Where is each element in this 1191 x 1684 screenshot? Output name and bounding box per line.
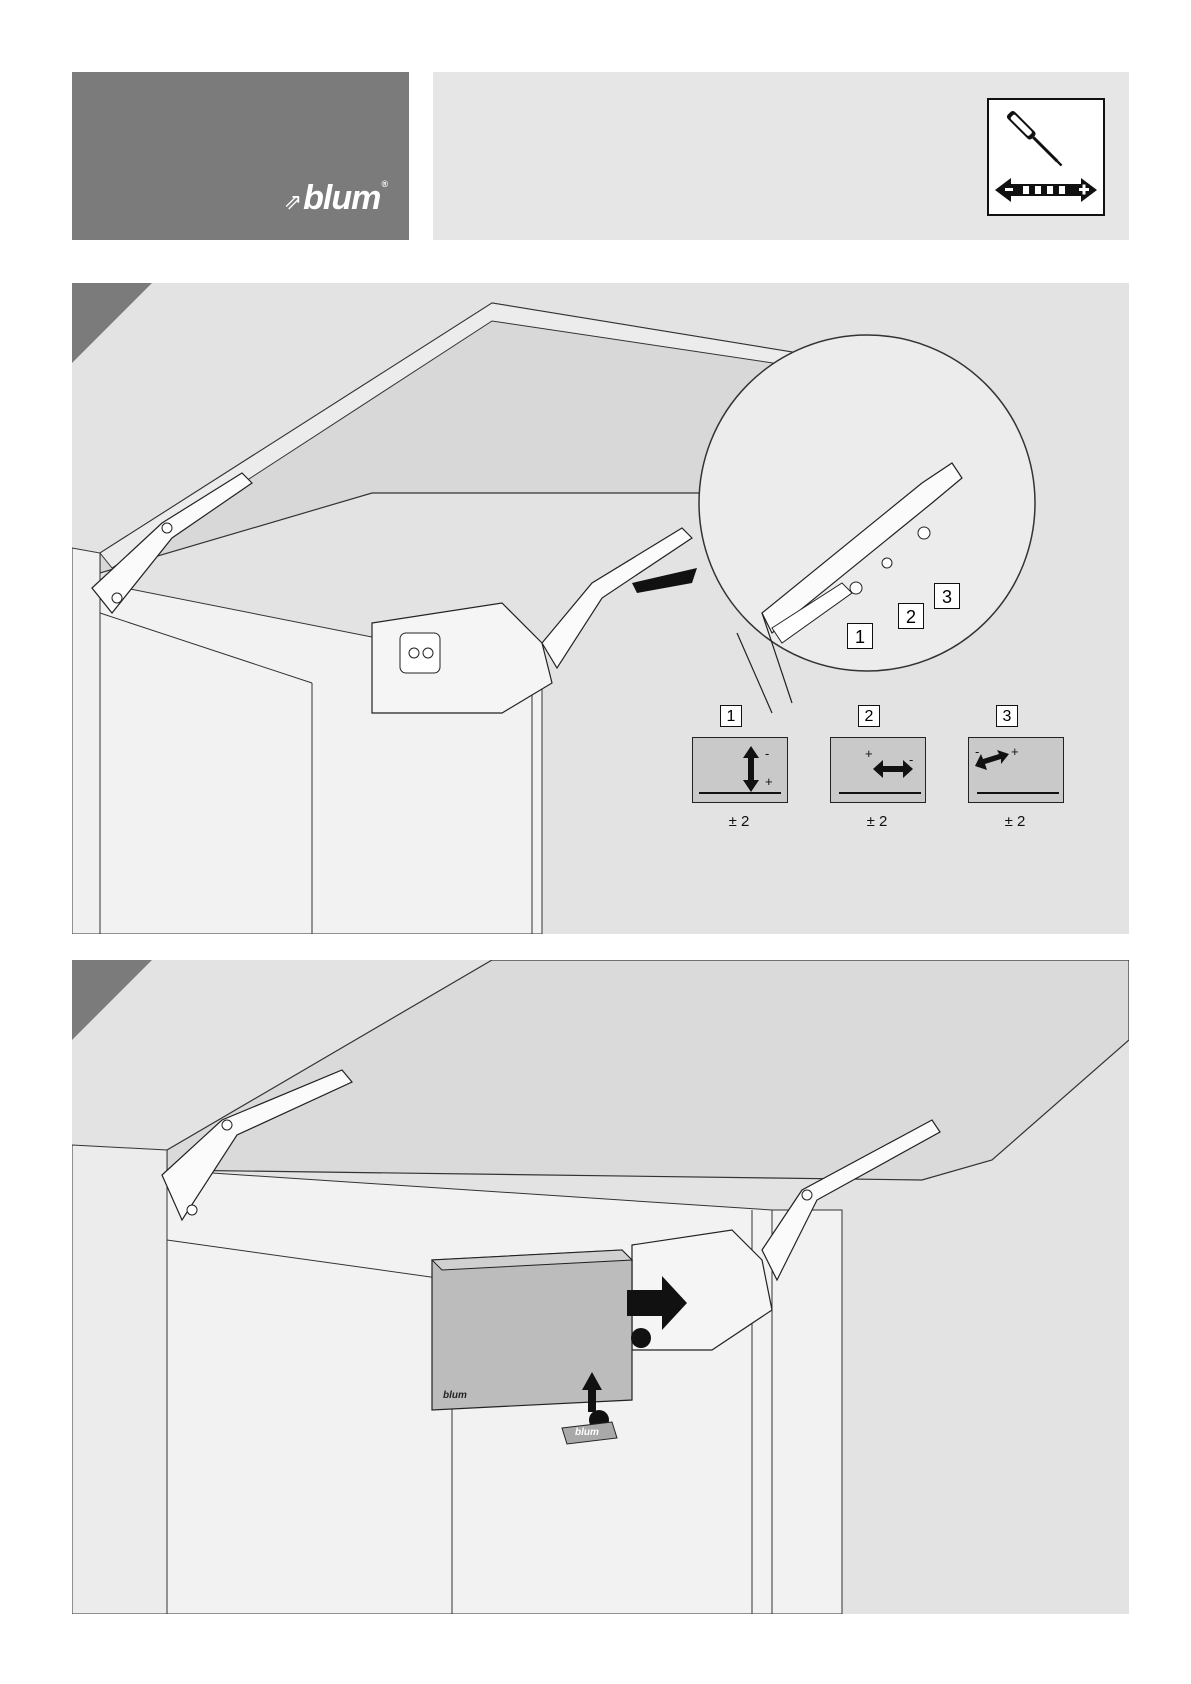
rail-line — [699, 792, 781, 794]
corner-marker — [72, 960, 152, 1040]
cap-logo: blum — [575, 1427, 599, 1438]
adjustment-panel: 1 2 3 1 - + ± 2 2 + - ± 2 3 - — [72, 283, 1129, 934]
cabinet-lift-illustration — [72, 283, 1129, 934]
range-label: ± 2 — [692, 813, 786, 830]
brand-block: ⇗blum® — [72, 72, 409, 240]
callout-2: 2 — [898, 603, 924, 629]
header-panel — [433, 72, 1129, 240]
setting-3: 3 - + ± 2 — [968, 705, 1078, 830]
blum-mark-icon: ⇗ — [284, 189, 301, 214]
range-label: ± 2 — [830, 813, 924, 830]
callout-1: 1 — [847, 623, 873, 649]
setting-1: 1 - + ± 2 — [692, 705, 802, 830]
plus-sign: + — [765, 774, 773, 789]
corner-marker — [72, 283, 152, 363]
setting-number: 2 — [858, 705, 880, 727]
cover-logo: blum — [443, 1390, 467, 1401]
minus-sign: - — [765, 746, 769, 761]
cover-cap-panel: blum blum — [72, 960, 1129, 1614]
rail-line — [839, 792, 921, 794]
horizontal-arrow-icon — [873, 760, 913, 778]
rail-line — [977, 792, 1059, 794]
setting-number: 3 — [996, 705, 1018, 727]
cover-installation-illustration — [72, 960, 1129, 1614]
setting-box: - + — [968, 737, 1064, 803]
plus-sign: + — [865, 746, 873, 761]
setting-box: - + — [692, 737, 788, 803]
logo-text: blum — [303, 179, 380, 217]
setting-2: 2 + - ± 2 — [830, 705, 940, 830]
screwdriver-adjust-icon — [987, 98, 1105, 216]
plus-sign: + — [1011, 744, 1019, 759]
setting-box: + - — [830, 737, 926, 803]
blum-logo: ⇗blum® — [284, 179, 387, 218]
vertical-arrow-icon — [743, 746, 759, 792]
setting-number: 1 — [720, 705, 742, 727]
callout-3: 3 — [934, 583, 960, 609]
range-label: ± 2 — [968, 813, 1062, 830]
depth-arrow-icon — [975, 750, 1009, 772]
registered-mark: ® — [381, 179, 387, 189]
